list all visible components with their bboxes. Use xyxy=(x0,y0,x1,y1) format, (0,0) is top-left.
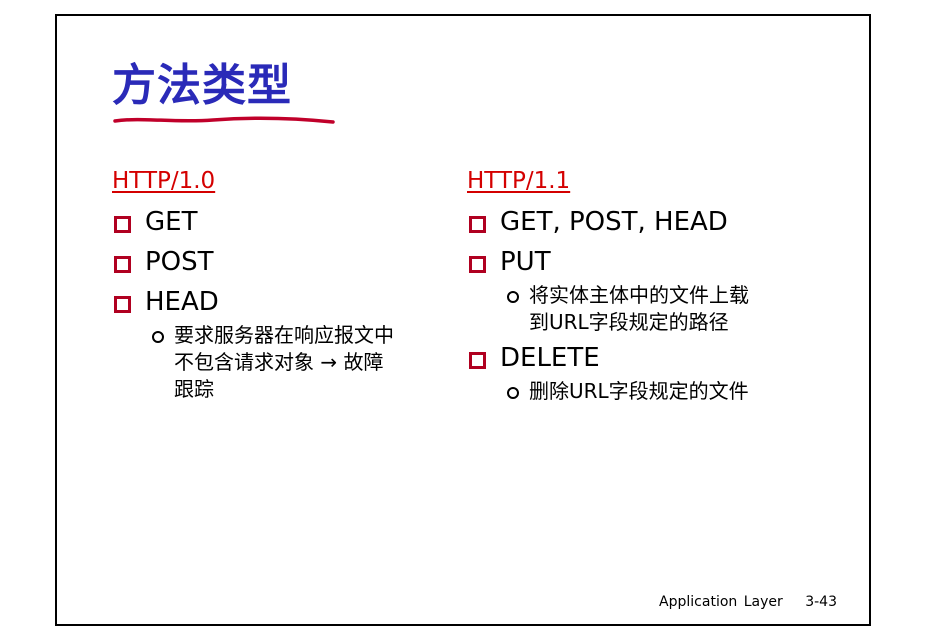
sub-item-delete-desc: 删除URL字段规定的文件 xyxy=(507,378,847,405)
method-label: PUT xyxy=(500,247,551,277)
circle-bullet-icon xyxy=(507,387,519,399)
sub-item-text: 要求服务器在响应报文中 不包含请求对象 → 故障 跟踪 xyxy=(174,323,394,401)
method-label: GET, POST, HEAD xyxy=(500,207,728,237)
slide-title: 方法类型 xyxy=(112,60,292,111)
heading-http11: HTTP/1.1 xyxy=(467,168,571,194)
sub-item-text: 删除URL字段规定的文件 xyxy=(529,379,749,403)
square-bullet-icon xyxy=(469,215,486,233)
square-bullet-icon xyxy=(114,295,131,313)
square-bullet-icon xyxy=(114,255,131,273)
footer-section: Application Layer xyxy=(659,594,783,610)
slide-footer: Application Layer 3-43 xyxy=(659,594,837,610)
method-label: GET xyxy=(145,207,198,237)
square-bullet-icon xyxy=(114,215,131,233)
sub-item-text: 将实体主体中的文件上载 到URL字段规定的路径 xyxy=(529,283,749,334)
title-underline-stroke xyxy=(113,116,335,124)
list-item-head: HEAD xyxy=(112,282,442,322)
list-item-get: GET xyxy=(112,202,442,242)
method-label: POST xyxy=(145,247,214,277)
heading-http10: HTTP/1.0 xyxy=(112,168,216,194)
column-http11: HTTP/1.1 GET, POST, HEAD PUT 将实体主体中的文件上载… xyxy=(467,166,847,407)
slide: 方法类型 HTTP/1.0 GET POST HEAD 要求服务器在响应报文中 … xyxy=(55,14,871,626)
method-label: HEAD xyxy=(145,287,219,317)
footer-page-number: 3-43 xyxy=(805,594,837,610)
list-item-post: POST xyxy=(112,242,442,282)
circle-bullet-icon xyxy=(152,331,164,343)
column-http10: HTTP/1.0 GET POST HEAD 要求服务器在响应报文中 不包含请求… xyxy=(112,166,442,405)
circle-bullet-icon xyxy=(507,291,519,303)
square-bullet-icon xyxy=(469,351,486,369)
list-item-put: PUT xyxy=(467,242,847,282)
method-label: DELETE xyxy=(500,343,600,373)
sub-item-put-desc: 将实体主体中的文件上载 到URL字段规定的路径 xyxy=(507,282,847,336)
square-bullet-icon xyxy=(469,255,486,273)
sub-item-head-desc: 要求服务器在响应报文中 不包含请求对象 → 故障 跟踪 xyxy=(152,322,442,403)
list-item-delete: DELETE xyxy=(467,338,847,378)
list-item-get-post-head: GET, POST, HEAD xyxy=(467,202,847,242)
